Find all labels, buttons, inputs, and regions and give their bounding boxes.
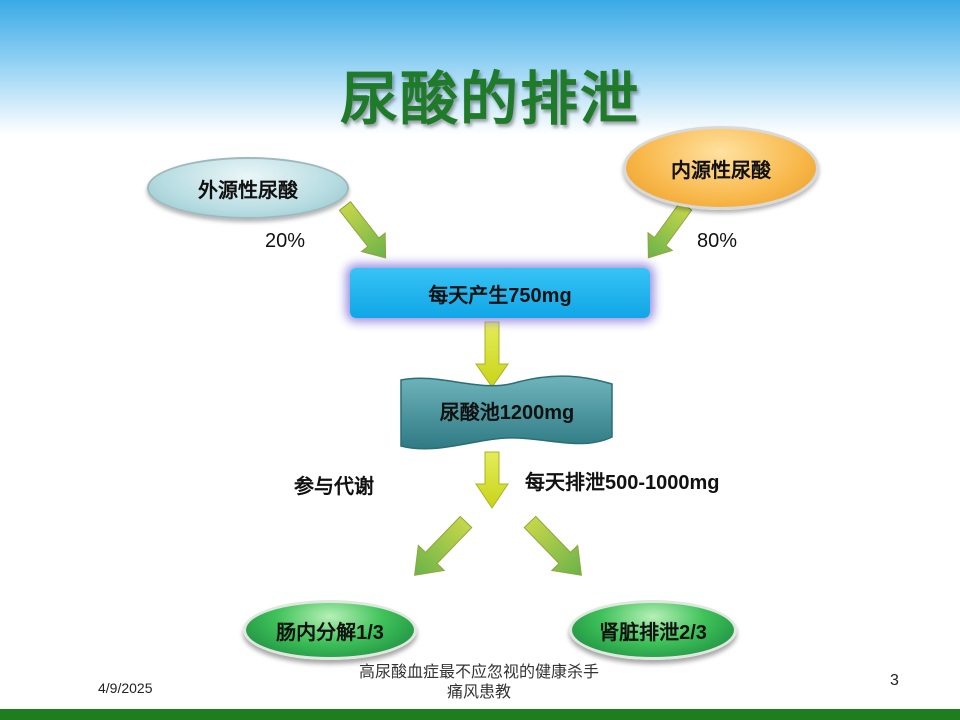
endogenous-percent: 80%: [697, 230, 738, 252]
arrow-to-kidney: [523, 515, 582, 576]
kidney-label: 肾脏排泄2/3: [599, 621, 707, 644]
arrow-to-intestine: [414, 515, 473, 576]
exogenous-percent: 20%: [265, 230, 306, 252]
uric-acid-pool-label: 尿酸池1200mg: [439, 402, 575, 424]
exogenous-label: 外源性尿酸: [198, 179, 298, 202]
daily-production-label: 每天产生750mg: [428, 284, 572, 307]
exogenous-uric-acid-node: 外源性尿酸: [147, 157, 349, 219]
arrow-daily-to-pool: [475, 321, 509, 388]
daily-excretion-label: 每天排泄500-1000mg: [525, 472, 720, 494]
footer-title-line2: 痛风患教: [446, 682, 511, 701]
kidney-output-node: 肾脏排泄2/3: [569, 600, 737, 660]
page-number: 3: [890, 672, 899, 689]
arrow-exogenous-to-daily: [338, 200, 387, 259]
arrow-endogenous-to-daily: [647, 201, 693, 259]
footer-title: 高尿酸血症最不应忽视的健康杀手 痛风患教: [320, 662, 638, 702]
slide-title: 尿酸的排泄: [339, 67, 640, 132]
footer-date: 4/9/2025: [98, 680, 153, 696]
footer-title-line1: 高尿酸血症最不应忽视的健康杀手: [358, 662, 599, 681]
intestine-label: 肠内分解1/3: [276, 621, 384, 644]
daily-production-box: 每天产生750mg: [350, 268, 650, 318]
intestine-output-node: 肠内分解1/3: [243, 600, 417, 660]
endogenous-uric-acid-node: 内源性尿酸: [623, 126, 819, 210]
endogenous-label: 内源性尿酸: [671, 159, 771, 182]
header-gradient: [0, 0, 960, 135]
arrow-pool-down: [475, 451, 509, 509]
metabolism-label: 参与代谢: [294, 476, 374, 498]
uric-acid-pool-box: [400, 375, 613, 450]
bottom-bar: [0, 709, 960, 720]
